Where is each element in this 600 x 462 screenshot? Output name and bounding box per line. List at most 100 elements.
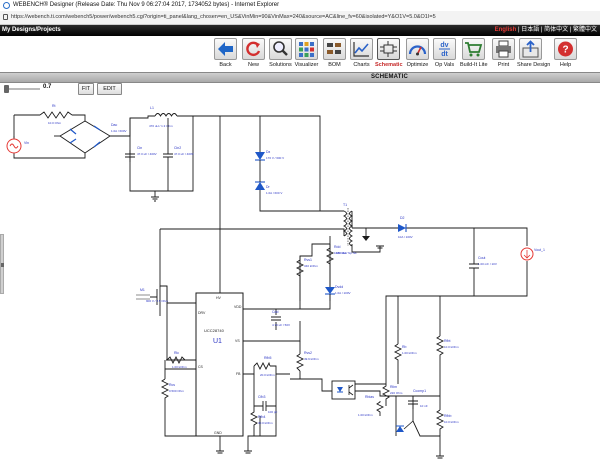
capacitor-cin[interactable]: Cin 47.0 uF / 400V [125, 146, 157, 162]
pin-gnd: GND [214, 431, 222, 435]
rbias-label: Rbias [365, 395, 374, 399]
chart-icon [353, 42, 369, 57]
rlc-label: Rlc [174, 351, 179, 355]
resistor-rcs[interactable]: Rcs 0.500 Ohm [160, 378, 184, 403]
window-title: WEBENCH® Designer (Release Date: Thu Nov… [13, 2, 280, 8]
optocoupler[interactable] [331, 380, 356, 400]
mosfet-m1[interactable]: M1 900 V / 3.5 Ohm [136, 286, 168, 308]
cin-value: 47.0 uF / 400V [137, 152, 157, 156]
dz-value: 170 V / 600 V [266, 156, 284, 160]
print-label: Print [497, 62, 510, 68]
language-english[interactable]: English [494, 27, 517, 33]
zener-diode-dz[interactable]: Dz 170 V / 600 V [255, 144, 284, 170]
d2-label: D2 [400, 216, 405, 220]
main-toolbar: Back New Solutions Visualizer BOM Charts… [0, 36, 600, 72]
charts-button[interactable]: Charts [348, 38, 375, 71]
visualizer-label: Visualizer [294, 62, 319, 68]
resistor-rdd[interactable]: Rdd 10.0 Ohm [325, 244, 348, 279]
controller-ic-u1[interactable]: HV VDD DRV VS CS FB GND UCC28740 U1 [195, 292, 244, 437]
fit-button[interactable]: FIT [78, 83, 94, 95]
pin-hv: HV [216, 296, 222, 300]
shunt-regulator[interactable] [396, 420, 414, 432]
back-arrow-icon [218, 42, 233, 56]
address-bar[interactable]: https://webench.ti.com/webench5/power/we… [0, 11, 600, 25]
zoom-value: 0.7 [43, 84, 52, 90]
language-other[interactable]: | 日本語 | 简体中文 | 繁體中文 [517, 27, 597, 33]
solutions-button[interactable]: Solutions [267, 38, 294, 71]
language-switcher: English | 日本語 | 简体中文 | 繁體中文 [495, 25, 597, 36]
left-panel-grip[interactable] [0, 234, 4, 294]
schematic-canvas[interactable]: Vin Rt 10.0 Ohm Dac 1.0A / 600V L1 470 u… [0, 96, 600, 462]
ic-name: UCC28740 [204, 328, 225, 333]
schematic-label: Schematic [375, 62, 403, 68]
zoom-slider[interactable] [4, 85, 40, 93]
build-it-lite-button[interactable]: Build-It Lite [460, 38, 488, 71]
resistor-rt[interactable]: Rt 10.0 Ohm [39, 104, 73, 125]
cart-icon [465, 42, 483, 57]
rvs2-value: 49.9 kOhm [304, 357, 319, 361]
diode-d2[interactable]: D2 10A / 100V [398, 216, 413, 239]
back-button[interactable]: Back [212, 38, 239, 71]
schematic-button[interactable]: Schematic [375, 38, 403, 71]
resistor-rlc[interactable]: Rlc 1.00 kOhm [166, 351, 187, 369]
components-icon [327, 43, 341, 54]
ground-symbol-feedback [436, 455, 444, 459]
ccomp1-label: Ccomp1 [413, 389, 426, 393]
charts-label: Charts [353, 62, 370, 68]
load-vout[interactable]: Vout_1 [520, 247, 545, 261]
optimize-icon [408, 45, 427, 56]
pin-fb: FB [236, 372, 241, 376]
help-button[interactable]: ? Help [552, 38, 579, 71]
resistor-rfbb[interactable]: Rfbb 10.0 kOhm [435, 409, 459, 432]
my-designs-link[interactable]: My Designs/Projects [2, 27, 61, 33]
l1-label: L1 [150, 106, 154, 110]
capacitor-cin2[interactable]: Cin2 47.0 uF / 400V [163, 118, 194, 191]
print-button[interactable]: Print [490, 38, 517, 71]
dac-label: Dac [111, 123, 117, 127]
diode-dvdd[interactable]: Dvdd 1.0A / 100V [325, 279, 351, 301]
share-design-button[interactable]: Share Design [517, 38, 550, 71]
ac-source-vin[interactable]: Vin [6, 138, 29, 154]
edit-button[interactable]: EDIT [97, 83, 122, 95]
new-button[interactable]: New [240, 38, 267, 71]
resistor-rfb5[interactable]: Rfb5 20.0 kOhm [253, 356, 275, 377]
svg-text:?: ? [562, 45, 568, 56]
capacitor-cfb3[interactable]: Cfb3 100 pF [254, 395, 278, 414]
zoom-slider-handle[interactable] [4, 85, 9, 93]
capacitor-ccomp1[interactable]: Ccomp1 10 nF [408, 389, 428, 409]
resistor-rvs1[interactable]: Rvs1 340 kOhm [295, 256, 318, 301]
resistor-rfbt[interactable]: Rfbt 10.0 kOhm [435, 335, 459, 358]
rvs1-value: 340 kOhm [304, 264, 318, 268]
rfbt-label: Rfbt [444, 339, 450, 343]
visualizer-button[interactable]: Visualizer [293, 38, 320, 71]
rcs-label: Rcs [169, 383, 175, 387]
transformer-t1[interactable]: T1 980 uH / Np:Ns [320, 203, 357, 255]
resistor-rbias[interactable]: Rbias 1.00 kOhm [358, 395, 385, 417]
rb-label: Rb [402, 345, 407, 349]
schematic-wires [13, 114, 528, 456]
capacitor-cdd[interactable]: Cdd 4.70 uF / 50V [271, 310, 290, 327]
inductor-l1[interactable]: L1 470 uH / 1.3 Ohm [149, 106, 178, 128]
cin2-value: 47.0 uF / 400V [174, 152, 194, 156]
ground-symbol [151, 196, 159, 202]
optimize-button[interactable]: Optimize [404, 38, 431, 71]
build-it-lite-label: Build-It Lite [460, 62, 488, 68]
address-url[interactable]: https://webench.ti.com/webench5/power/we… [11, 14, 436, 20]
bom-button[interactable]: BOM [321, 38, 348, 71]
dac-value: 1.0A / 600V [111, 129, 127, 133]
capacitor-cout[interactable]: Cout 1.00 mF / 10V [469, 256, 497, 278]
share-icon [522, 40, 539, 58]
rbias-value: 1.00 kOhm [358, 413, 373, 417]
diode-dr[interactable]: Dr 1.0A / 600 V [255, 174, 282, 196]
rfb4-label: Rfb4 [258, 415, 265, 419]
resistor-rb[interactable]: Rb 1.00 kOhm [393, 343, 417, 362]
t1-value: 980 uH / Np:Ns [336, 251, 357, 255]
resistor-rfb4[interactable]: Rfb4 30.0 kOhm [249, 406, 273, 436]
rfbt-value: 10.0 kOhm [444, 345, 459, 349]
resistor-rvs2[interactable]: Rvs2 49.9 kOhm [295, 351, 319, 372]
bridge-rectifier-dac[interactable]: Dac 1.0A / 600V [54, 120, 127, 154]
rfb4-value: 30.0 kOhm [258, 421, 273, 425]
rt-label: Rt [52, 104, 56, 108]
resistor-rlim[interactable]: Rlim 220 Ohm [381, 384, 403, 406]
